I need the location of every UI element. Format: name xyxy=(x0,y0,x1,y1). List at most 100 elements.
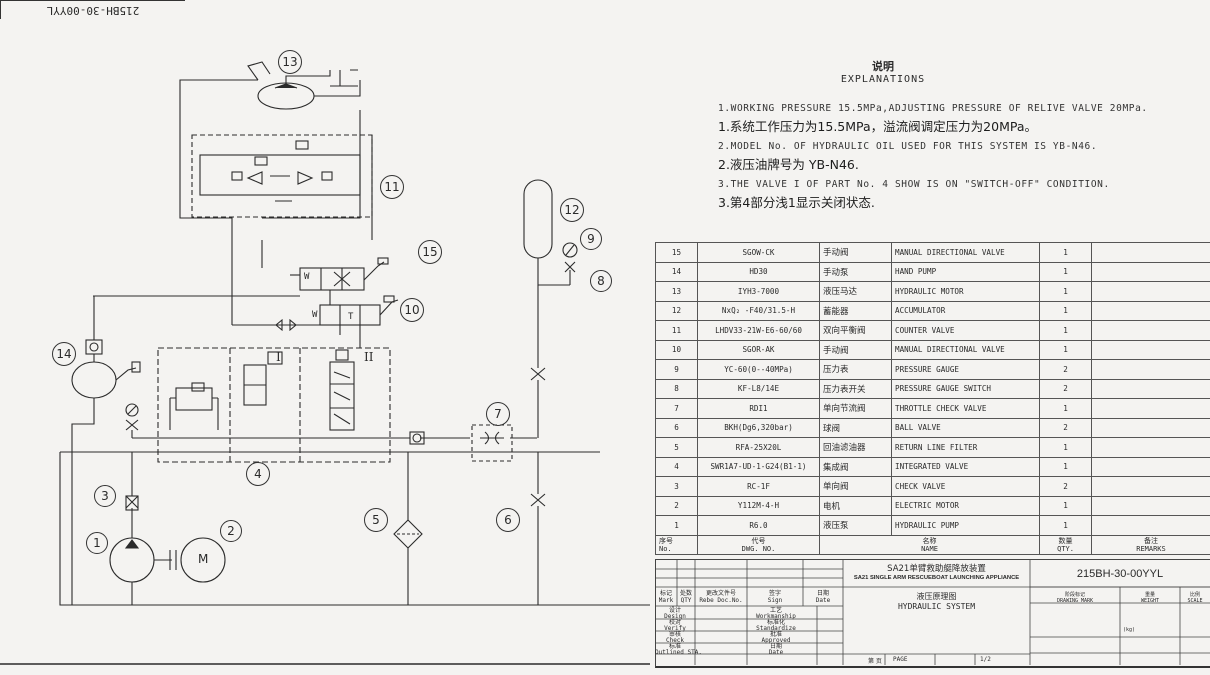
rev-header-en: Sign xyxy=(767,597,783,604)
callout-5: 5 xyxy=(364,508,388,532)
sign-label-zh: 批准 xyxy=(769,631,782,638)
sign-label-en: Date xyxy=(768,649,784,656)
parts-cell-no: 15 xyxy=(655,242,698,263)
note-2-zh: 2.液压油牌号为 YB-N46. xyxy=(718,157,859,172)
parts-cell-zh: 单向节流阀 xyxy=(819,398,892,419)
valve-label-w-15: W xyxy=(304,272,310,282)
parts-cell-zh: 手动泵 xyxy=(819,261,892,282)
explanations-section: 说明 EXPLANATIONS 1.WORKING PRESSURE 15.5M… xyxy=(718,58,1198,217)
callout-4: 4 xyxy=(246,462,270,486)
callout-3: 3 xyxy=(94,485,116,507)
parts-cell-remarks xyxy=(1091,437,1210,458)
parts-cell-zh: 单向阀 xyxy=(819,476,892,497)
motor-label-m: M xyxy=(198,552,209,566)
parts-cell-zh: 球阀 xyxy=(819,417,892,438)
parts-cell-qty: 1 xyxy=(1039,339,1092,360)
parts-cell-name: HYDRAULIC MOTOR xyxy=(891,281,1040,302)
parts-cell-name: PRESSURE GAUGE xyxy=(891,359,1040,380)
header-qty-en: QTY. xyxy=(1057,544,1074,553)
electric-motor-symbol xyxy=(180,537,226,583)
page-label-en: PAGE xyxy=(893,656,908,663)
parts-cell-name: COUNTER VALVE xyxy=(891,320,1040,341)
parts-cell-remarks xyxy=(1091,495,1210,516)
parts-cell-code: RC-1F xyxy=(697,476,820,497)
parts-cell-no: 9 xyxy=(655,359,698,380)
callout-14: 14 xyxy=(52,342,76,366)
parts-cell-name: MANUAL DIRECTIONAL VALVE xyxy=(891,339,1040,360)
sign-label-zh: 审核 xyxy=(668,631,681,638)
weight-header-en: DRAWING MARK xyxy=(1056,598,1094,604)
parts-cell-name: BALL VALVE xyxy=(891,417,1040,438)
parts-cell-qty: 1 xyxy=(1039,261,1092,282)
parts-cell-zh: 蓄能器 xyxy=(819,300,892,321)
parts-cell-no: 8 xyxy=(655,378,698,399)
parts-cell-no: 4 xyxy=(655,456,698,477)
title-block xyxy=(655,559,1210,668)
parts-cell-code: SGOW-CK xyxy=(697,242,820,263)
parts-cell-name: PRESSURE GAUGE SWITCH xyxy=(891,378,1040,399)
parts-cell-name: CHECK VALVE xyxy=(891,476,1040,497)
header-no-en: No. xyxy=(659,544,672,553)
parts-cell-code: R6.0 xyxy=(697,515,820,536)
page-value: 1/2 xyxy=(980,656,991,663)
parts-cell-zh: 集成阀 xyxy=(819,456,892,477)
parts-cell-name: ELECTRIC MOTOR xyxy=(891,495,1040,516)
parts-cell-name: MANUAL DIRECTIONAL VALVE xyxy=(891,242,1040,263)
weight-header-zh: 重量 xyxy=(1144,592,1155,598)
parts-cell-code: KF-L8/14E xyxy=(697,378,820,399)
weight-header-en: WEIGHT xyxy=(1140,598,1160,604)
parts-cell-zh: 双向平衡阀 xyxy=(819,320,892,341)
note-1-zh: 1.系统工作压力为15.5MPa，溢流阀调定压力为20MPa。 xyxy=(718,119,1038,134)
sign-label-en: Approved xyxy=(761,637,791,644)
callout-8: 8 xyxy=(590,270,612,292)
explanations-title-en: EXPLANATIONS xyxy=(840,74,926,85)
parts-cell-no: 13 xyxy=(655,281,698,302)
header-code-zh: 代号 xyxy=(751,536,766,545)
sign-label-en: Check xyxy=(665,637,685,644)
header-no-zh: 序号 xyxy=(659,536,673,545)
parts-cell-no: 6 xyxy=(655,417,698,438)
parts-cell-zh: 手动阀 xyxy=(819,339,892,360)
parts-cell-zh: 压力表 xyxy=(819,359,892,380)
callout-9: 9 xyxy=(580,228,602,250)
parts-cell-remarks xyxy=(1091,476,1210,497)
drawing-title-zh: 液压原理图 xyxy=(916,592,957,601)
callout-15: 15 xyxy=(418,240,442,264)
parts-cell-code: BKH(Dg6,320bar) xyxy=(697,417,820,438)
parts-cell-zh: 回油滤油器 xyxy=(819,437,892,458)
sign-label-zh: 标准 xyxy=(668,643,681,650)
sign-label-en: Workmanship xyxy=(756,613,796,620)
sign-label-zh: 标准化 xyxy=(766,619,785,626)
parts-cell-no: 5 xyxy=(655,437,698,458)
integrated-valve-group xyxy=(157,347,391,463)
parts-cell-qty: 1 xyxy=(1039,281,1092,302)
accumulator-symbol xyxy=(523,179,553,259)
sign-label-zh: 日期 xyxy=(769,643,782,650)
parts-cell-remarks xyxy=(1091,339,1210,360)
parts-cell-zh: 液压马达 xyxy=(819,281,892,302)
note-3-en: 3.THE VALVE I OF PART No. 4 SHOW IS ON "… xyxy=(718,179,1110,190)
parts-cell-code: NxQ₂ -F40/31.5-H xyxy=(697,300,820,321)
parts-cell-code: RDI1 xyxy=(697,398,820,419)
parts-cell-remarks xyxy=(1091,398,1210,419)
parts-cell-qty: 2 xyxy=(1039,476,1092,497)
